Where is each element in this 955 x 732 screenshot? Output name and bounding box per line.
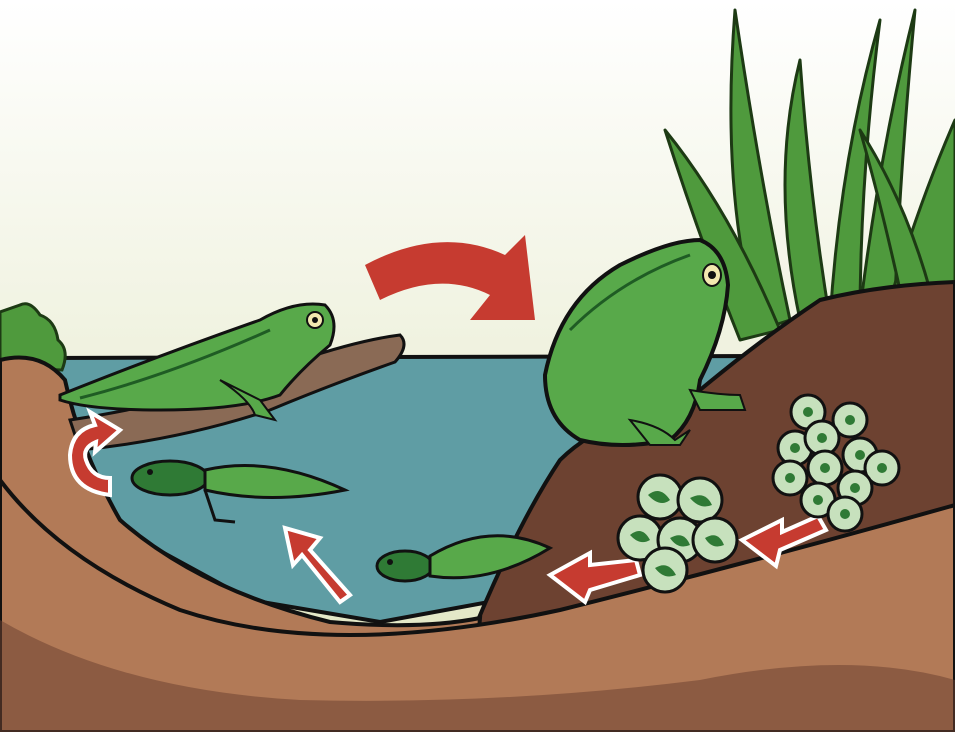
frog-life-cycle-diagram bbox=[0, 0, 955, 732]
